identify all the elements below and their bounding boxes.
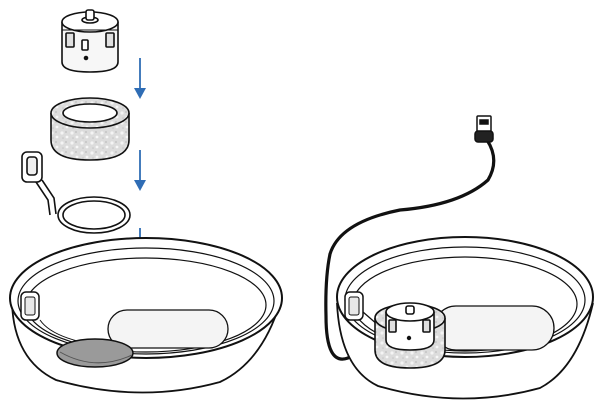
- down-arrow-icon: [134, 150, 146, 191]
- filter-ring: [50, 97, 130, 161]
- pump-holder-clip: [21, 151, 131, 234]
- assembled-pump: [374, 302, 446, 369]
- pump-motor: [61, 9, 119, 73]
- usb-plug: [474, 115, 494, 143]
- water-bowl: [9, 237, 283, 394]
- usb-power-cable: [324, 138, 496, 361]
- down-arrow-icon: [134, 58, 146, 99]
